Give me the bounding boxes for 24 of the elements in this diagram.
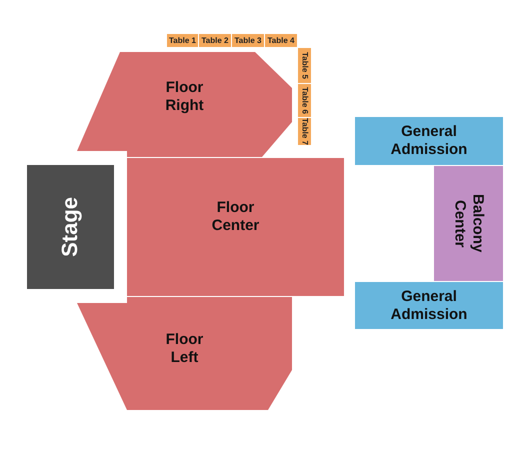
stage-label: Stage — [57, 197, 84, 257]
section-label: Floor Left — [164, 330, 204, 366]
stage-area — [27, 165, 114, 289]
table-label: Table 3 — [234, 36, 262, 46]
table-section — [298, 48, 311, 83]
section-label: General Admission — [390, 288, 468, 324]
table-label: Table 4 — [268, 36, 294, 46]
floor-section — [127, 158, 344, 296]
section-label: Floor Right — [164, 78, 205, 114]
seating-section — [434, 166, 503, 281]
table-label: Table 5 — [300, 52, 310, 79]
table-label: Table 2 — [202, 36, 228, 46]
table-label: Table 7 — [300, 118, 310, 145]
section-label: Balcony Center — [450, 193, 486, 255]
seating-section — [355, 282, 503, 329]
table-section — [265, 34, 297, 47]
table-section — [232, 34, 264, 47]
table-section — [199, 34, 231, 47]
table-label: Table 1 — [169, 36, 196, 46]
table-section — [298, 84, 311, 117]
section-label: General Admission — [390, 123, 468, 159]
seating-section — [355, 117, 503, 165]
section-label: Floor Center — [210, 199, 260, 235]
table-label: Table 6 — [300, 87, 310, 114]
